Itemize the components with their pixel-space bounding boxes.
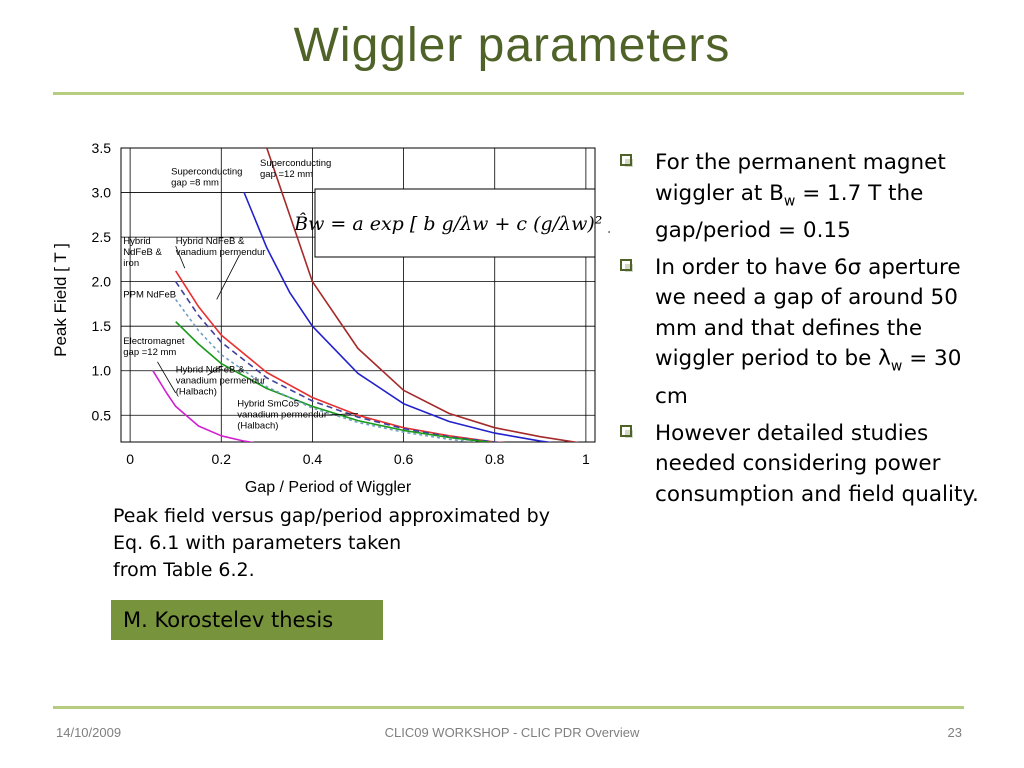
title-divider: [53, 92, 964, 95]
annotation-line: Superconducting: [260, 158, 331, 169]
y-tick-label: 3.0: [92, 185, 112, 201]
annotation-line: gap =8 mm: [171, 178, 219, 189]
curve-annotation: Hybrid NdFeB &vanadium permendur: [176, 236, 266, 258]
bullet-text-tail: = 30 cm: [655, 346, 962, 410]
y-tick-label: 0.5: [92, 407, 112, 423]
annotation-line: Hybrid NdFeB &: [176, 365, 245, 376]
caption-line-1: Peak field versus gap/period approximate…: [113, 505, 550, 527]
x-tick-label: 0.4: [303, 451, 323, 467]
annotation-line: vanadium permendur: [176, 247, 266, 258]
curve-annotation: PPM NdFeB: [123, 290, 176, 301]
bullet-text: For the permanent magnet wiggler at B: [655, 150, 946, 206]
source-box: M. Korostelev thesis: [111, 600, 383, 640]
x-tick-label: 1: [582, 451, 590, 467]
annotation-leader: [216, 254, 240, 300]
curve-annotation: Hybrid NdFeB &vanadium permendur(Halbach…: [176, 365, 266, 398]
slide-title: Wiggler parameters: [293, 19, 731, 72]
annotation-line: gap =12 mm: [260, 169, 313, 180]
x-tick-label: 0.8: [485, 451, 505, 467]
y-tick-label: 2.0: [92, 274, 112, 290]
x-axis-label: Gap / Period of Wiggler: [245, 479, 412, 496]
x-tick-label: 0.6: [394, 451, 414, 467]
bullet-list: For the permanent magnet wiggler at Bw =…: [618, 148, 998, 516]
annotation-line: gap =12 mm: [123, 347, 176, 358]
footer-date: 14/10/2009: [56, 725, 122, 740]
bullet-text: In order to have 6σ aperture we need a g…: [655, 254, 961, 372]
annotation-line: Hybrid SmCo5: [237, 398, 299, 409]
annotation-leader: [175, 245, 186, 269]
annotation-leader: [157, 361, 177, 394]
annotation-line: NdFeB &: [123, 247, 162, 258]
annotation-line: PPM NdFeB: [123, 290, 176, 301]
annotation-line: (Halbach): [237, 420, 278, 431]
annotation-leader: [207, 365, 222, 376]
footer-page-number: 23: [947, 725, 962, 740]
bullet-subscript: w: [890, 358, 903, 375]
bullet-item: For the permanent magnet wiggler at Bw =…: [618, 148, 998, 247]
checkbox-bullet-icon: [620, 154, 633, 167]
bullet-text: However detailed studies needed consider…: [655, 420, 979, 507]
annotation-line: Electromagnet: [123, 336, 185, 347]
checkbox-bullet-icon: [620, 258, 633, 272]
y-tick-label: 1.0: [92, 363, 112, 379]
formula-box: [314, 188, 596, 258]
bullet-text-tail: = 1.7 T the gap/period = 0.15: [655, 180, 924, 244]
x-tick-label: 0.2: [212, 451, 232, 467]
series-line: [243, 192, 553, 442]
figure-caption: Peak field versus gap/period approximate…: [113, 503, 613, 584]
annotation-line: Hybrid NdFeB &: [176, 236, 245, 247]
annotation-line: Superconducting: [171, 167, 242, 178]
footer-center: CLIC09 WORKSHOP - CLIC PDR Overview: [384, 725, 640, 740]
series-line: [266, 148, 580, 442]
series-line: [175, 299, 479, 442]
y-tick-label: 3.5: [92, 140, 112, 156]
bullet-item: In order to have 6σ aperture we need a g…: [618, 253, 998, 413]
series-line: [175, 321, 494, 442]
bullet-item: However detailed studies needed consider…: [618, 419, 998, 511]
annotation-leader: [321, 413, 359, 416]
y-axis-label: Peak Field [ T ]: [51, 243, 70, 357]
formula-text: B̂w = a exp [ b g/λw + c (g/λw)² ]: [293, 213, 610, 235]
annotation-line: Hybrid: [123, 236, 150, 247]
y-tick-label: 2.5: [92, 229, 112, 245]
bullet-subscript: w: [783, 192, 796, 209]
series-line: [175, 270, 507, 442]
series-line: [152, 370, 255, 442]
annotation-line: vanadium permendur: [237, 409, 327, 420]
checkbox-bullet-icon: [620, 424, 633, 438]
annotation-line: (Halbach): [176, 387, 217, 398]
x-tick-label: 0: [126, 451, 134, 467]
caption-line-3: from Table 6.2.: [113, 559, 255, 581]
y-tick-label: 1.5: [92, 318, 112, 334]
footer-divider: [53, 706, 964, 709]
caption-line-2: Eq. 6.1 with parameters taken: [113, 532, 402, 554]
annotation-line: iron: [123, 258, 139, 269]
annotation-line: vanadium permendur: [176, 376, 266, 387]
